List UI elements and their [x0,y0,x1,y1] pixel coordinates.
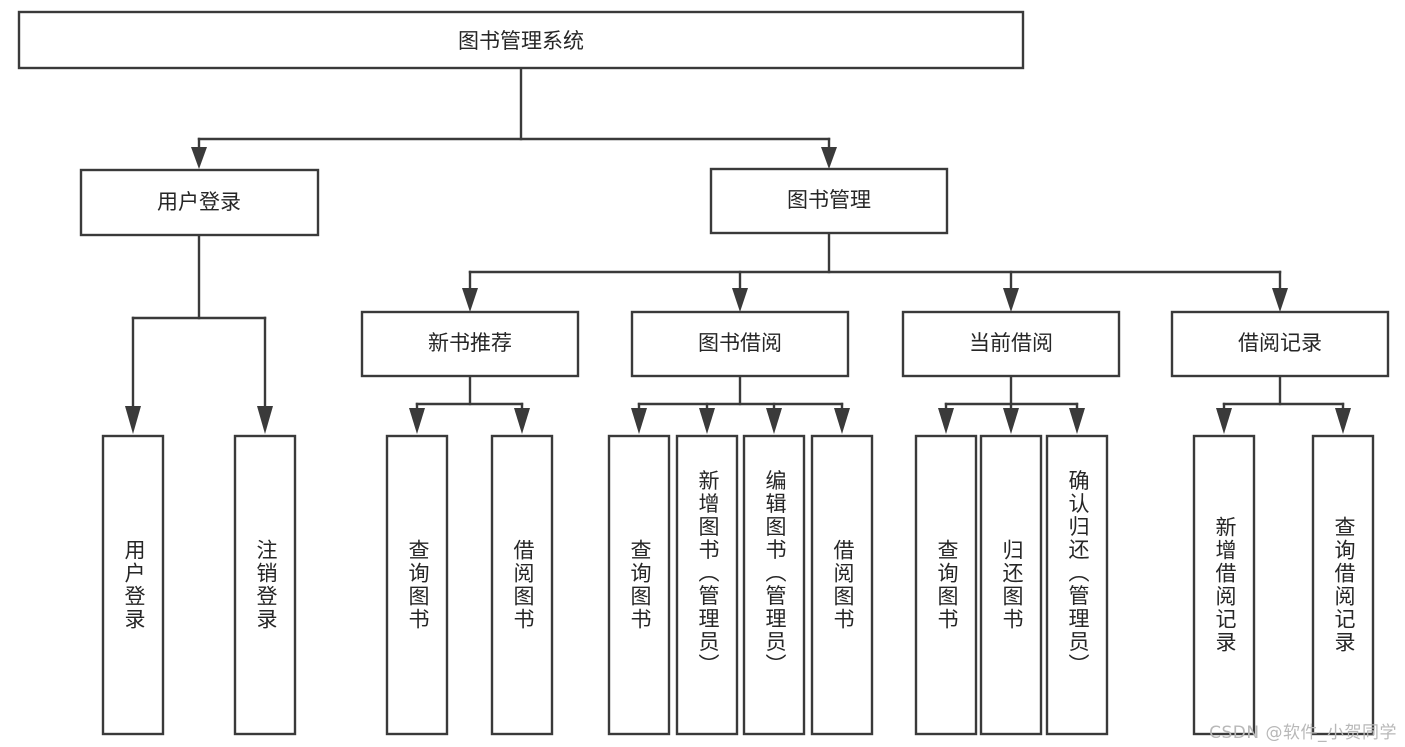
arrow-leaf-add-book [699,408,715,434]
node-leaf-confirm-return-box[interactable] [1045,434,1109,736]
arrow-to-new-book-recommend [462,288,478,312]
node-book-borrow-box[interactable] [630,310,850,378]
node-leaf-borrow-book-2[interactable]: 借阅图书 [810,434,874,736]
node-leaf-return-book[interactable]: 归还图书 [979,434,1043,736]
node-borrow-record[interactable]: 借阅记录 [1170,310,1390,378]
node-leaf-query-book-3-label: 查询图书 [935,539,959,631]
node-leaf-borrow-book-1-box[interactable] [490,434,554,736]
node-user-login-box[interactable] [79,168,320,237]
arrow-leaf-return-book [1003,408,1019,434]
arrow-leaf-query-book-2 [631,408,647,434]
node-leaf-add-record-label: 新增借阅记录 [1213,516,1237,654]
node-new-book-recommend-box[interactable] [360,310,580,378]
node-leaf-add-record-box[interactable] [1192,434,1256,736]
arrow-leaf-borrow-book-2 [834,408,850,434]
node-borrow-record-label: 借阅记录 [1238,331,1322,355]
node-leaf-query-book-2-box[interactable] [607,434,671,736]
node-leaf-add-book[interactable]: 新增图书（管理员） [675,434,739,736]
arrow-leaf-borrow-book-1 [514,408,530,434]
node-leaf-query-book-1-box[interactable] [385,434,449,736]
node-leaf-edit-book[interactable]: 编辑图书（管理员） [742,434,806,736]
node-leaf-borrow-book-1[interactable]: 借阅图书 [490,434,554,736]
node-leaf-query-record-label: 查询借阅记录 [1332,516,1356,654]
node-leaf-user-login-label: 用户登录 [122,539,146,631]
node-book-borrow[interactable]: 图书借阅 [630,310,850,378]
node-book-borrow-label: 图书借阅 [698,331,782,355]
node-leaf-query-book-1[interactable]: 查询图书 [385,434,449,736]
arrow-to-book-management [821,147,837,169]
node-book-management[interactable]: 图书管理 [709,167,949,235]
arrow-to-current-borrow [1003,288,1019,312]
node-leaf-confirm-return-label: 确认归还（管理员） [1066,470,1090,677]
arrow-leaf-user-logout [257,406,273,434]
node-leaf-user-logout-box[interactable] [233,434,297,736]
arrow-leaf-user-login [125,406,141,434]
arrow-leaf-edit-book [766,408,782,434]
node-leaf-query-book-2[interactable]: 查询图书 [607,434,671,736]
node-leaf-query-book-3-box[interactable] [914,434,978,736]
node-leaf-user-login[interactable]: 用户登录 [101,434,165,736]
node-leaf-borrow-book-2-label: 借阅图书 [831,539,855,631]
node-borrow-record-box[interactable] [1170,310,1390,378]
node-leaf-borrow-book-2-box[interactable] [810,434,874,736]
node-leaf-user-login-box[interactable] [101,434,165,736]
node-user-login[interactable]: 用户登录 [79,168,320,237]
node-leaf-user-logout[interactable]: 注销登录 [233,434,297,736]
node-book-management-box[interactable] [709,167,949,235]
arrow-leaf-confirm-return [1069,408,1085,434]
node-leaf-user-logout-label: 注销登录 [254,539,278,631]
node-current-borrow-box[interactable] [901,310,1121,378]
node-leaf-add-record[interactable]: 新增借阅记录 [1192,434,1256,736]
node-leaf-edit-book-box[interactable] [742,434,806,736]
node-leaf-return-book-label: 归还图书 [1000,539,1024,631]
node-leaf-add-book-box[interactable] [675,434,739,736]
node-user-login-label: 用户登录 [157,190,241,214]
node-root-label: 图书管理系统 [458,29,584,53]
arrow-leaf-query-record [1335,408,1351,434]
node-leaf-borrow-book-1-label: 借阅图书 [511,539,535,631]
arrow-to-book-borrow [732,288,748,312]
node-root-box[interactable] [17,10,1025,70]
node-leaf-query-book-2-label: 查询图书 [628,539,652,631]
arrow-leaf-add-record [1216,408,1232,434]
node-leaf-query-book-3[interactable]: 查询图书 [914,434,978,736]
node-leaf-query-book-1-label: 查询图书 [406,539,430,631]
node-leaf-edit-book-label: 编辑图书（管理员） [763,470,787,677]
node-leaf-add-book-label: 新增图书（管理员） [696,470,720,677]
node-leaf-confirm-return[interactable]: 确认归还（管理员） [1045,434,1109,736]
node-leaf-query-record[interactable]: 查询借阅记录 [1311,434,1375,736]
connector-layer [125,66,1351,434]
arrow-to-borrow-record [1272,288,1288,312]
node-book-management-label: 图书管理 [787,188,871,212]
arrow-leaf-query-book-1 [409,408,425,434]
node-root[interactable]: 图书管理系统 [17,10,1025,70]
arrow-leaf-query-book-3 [938,408,954,434]
node-new-book-recommend[interactable]: 新书推荐 [360,310,580,378]
node-current-borrow[interactable]: 当前借阅 [901,310,1121,378]
node-new-book-recommend-label: 新书推荐 [428,331,512,355]
node-current-borrow-label: 当前借阅 [969,331,1053,355]
node-leaf-query-record-box[interactable] [1311,434,1375,736]
node-leaf-return-book-box[interactable] [979,434,1043,736]
arrow-to-user-login [191,147,207,169]
